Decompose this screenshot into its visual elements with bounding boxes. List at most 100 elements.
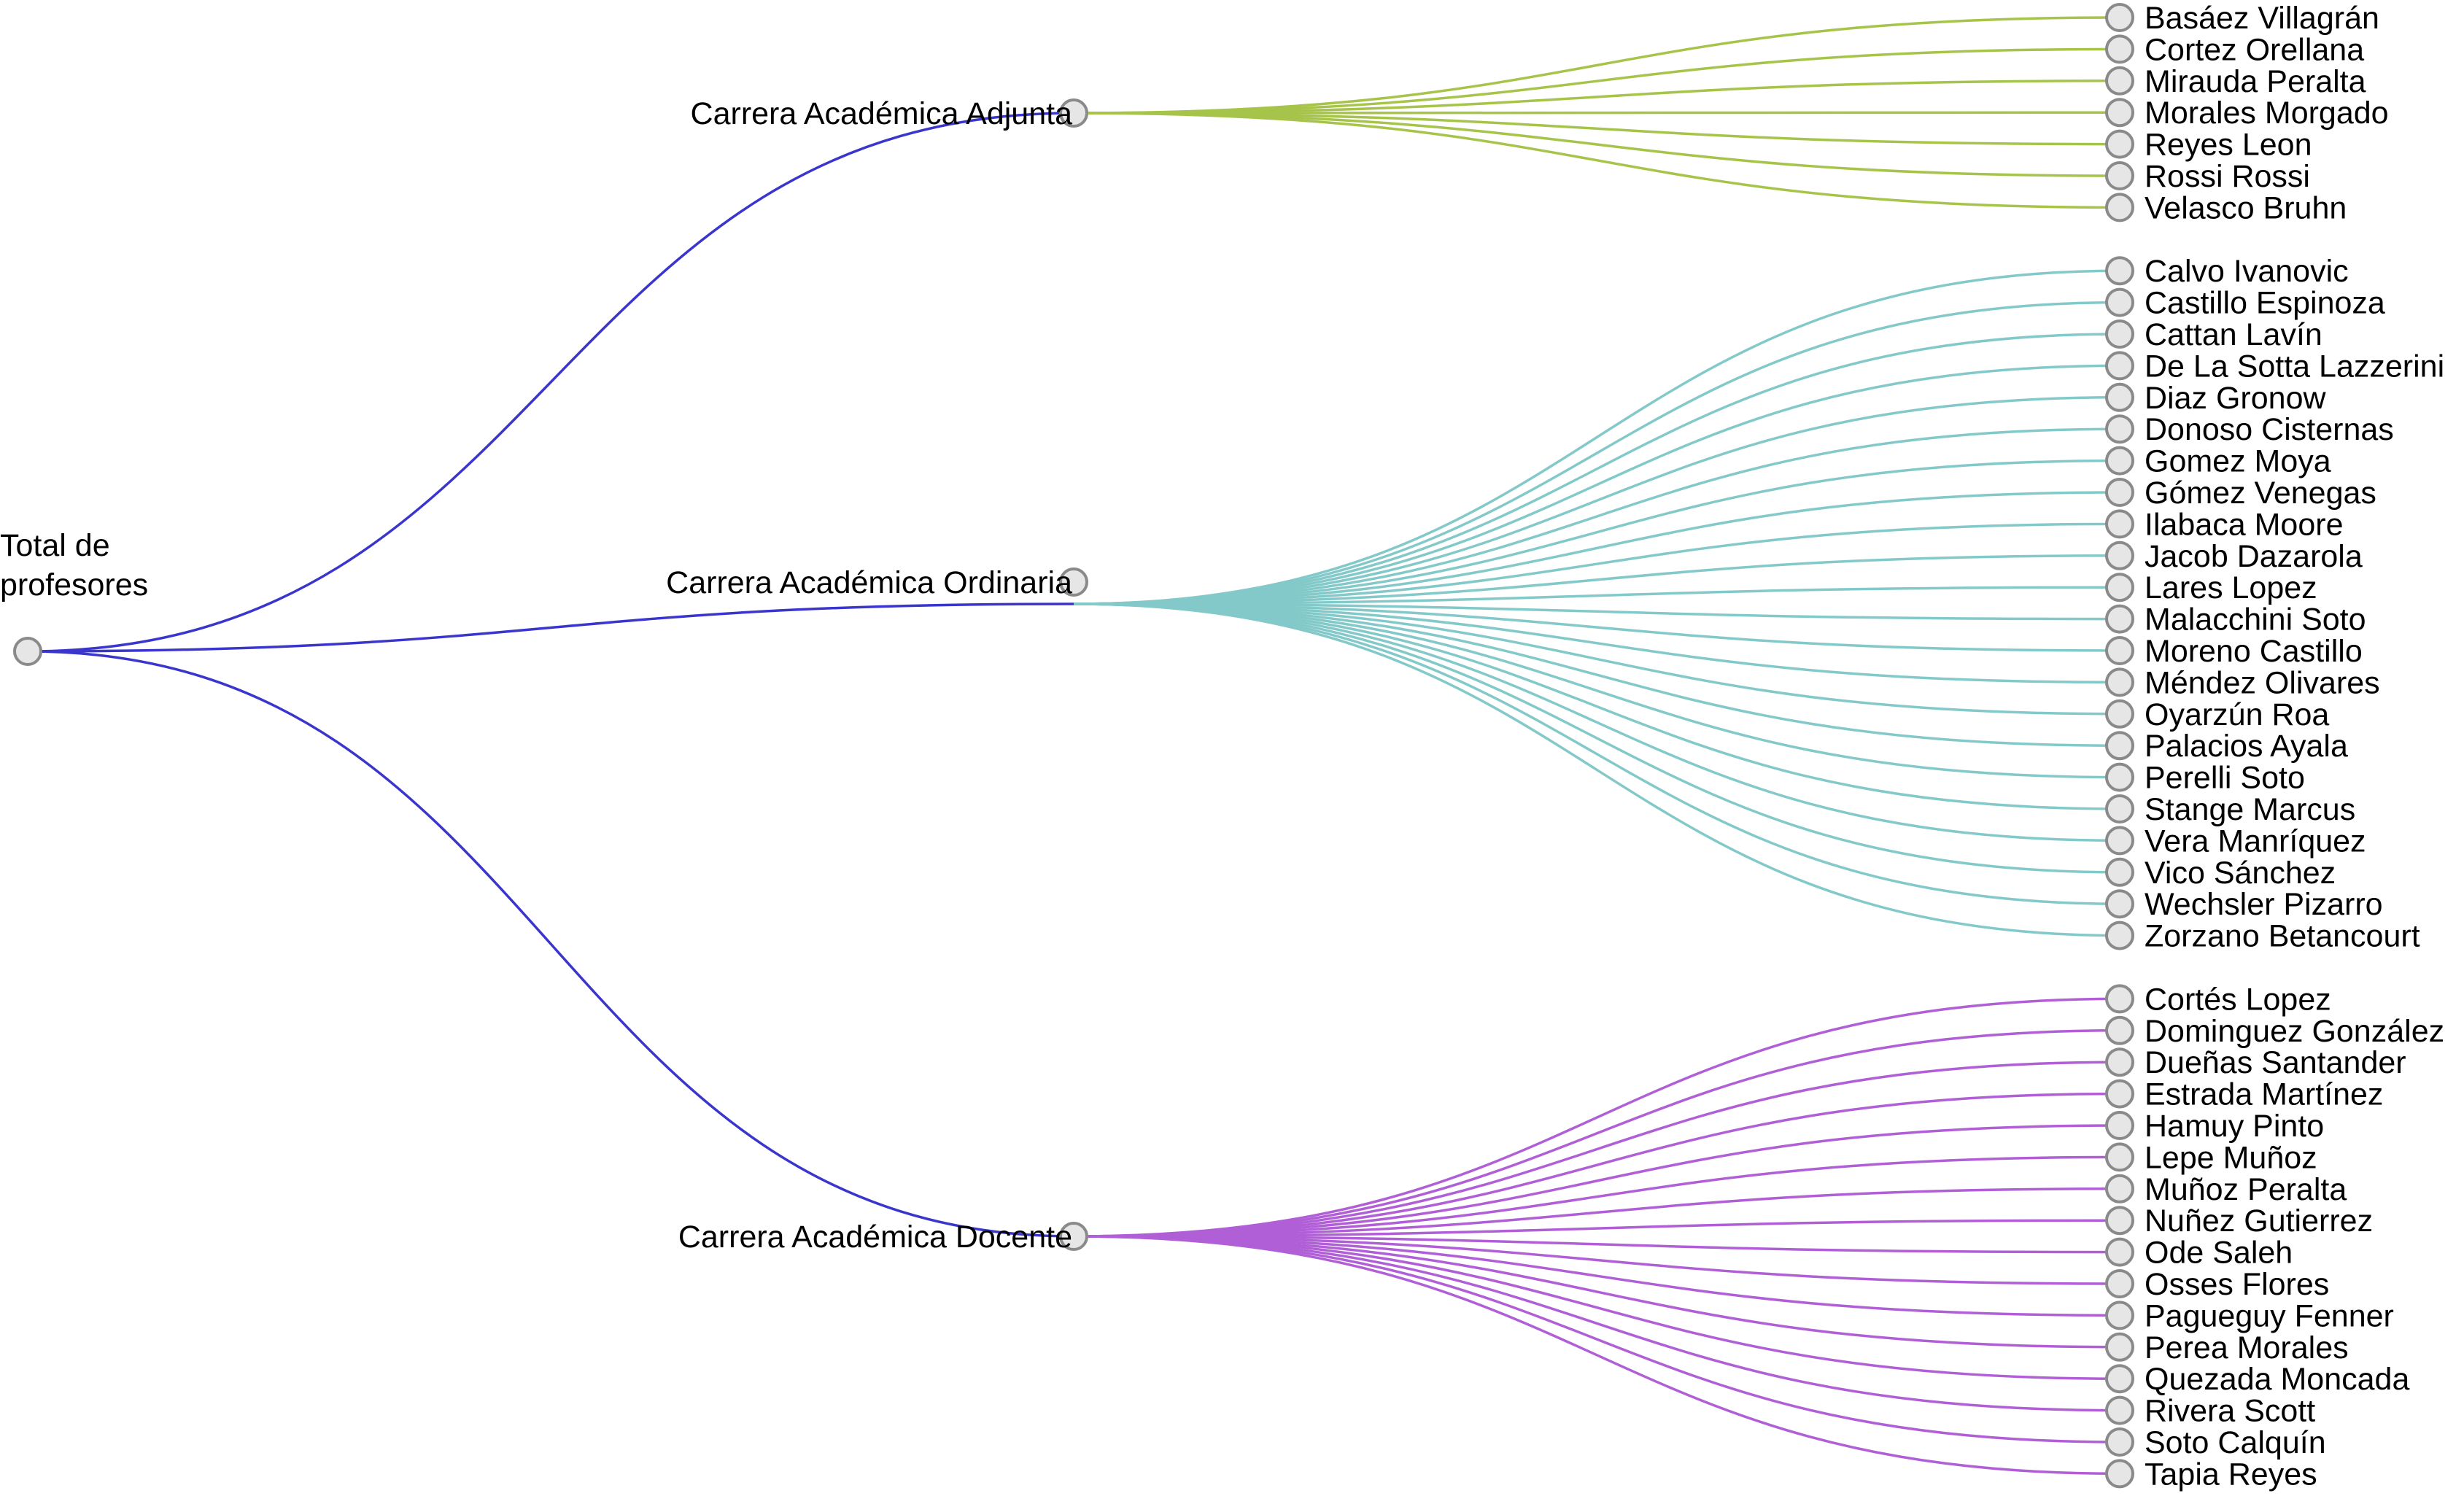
leaf-label-basaez-villagran: Basáez Villagrán bbox=[2145, 1, 2379, 36]
leaf-node-ilabaca-moore[interactable] bbox=[2105, 509, 2134, 539]
leaf-node-ode-saleh[interactable] bbox=[2105, 1237, 2134, 1267]
leaf-label-cortez-orellana: Cortez Orellana bbox=[2145, 32, 2364, 67]
leaf-label-de-la-sotta-lazzerini: De La Sotta Lazzerini bbox=[2145, 349, 2444, 384]
leaf-node-castillo-espinoza[interactable] bbox=[2105, 287, 2134, 317]
leaf-link-zorzano-betancourt bbox=[1073, 602, 2120, 937]
leaf-node-pagueguy-fenner[interactable] bbox=[2105, 1301, 2134, 1330]
group-label-carrera-academica-docente: Carrera Académica Docente bbox=[678, 1220, 1072, 1255]
leaf-label-cattan-lavin: Cattan Lavín bbox=[2145, 317, 2322, 352]
leaf-label-gomez-venegas: Gómez Venegas bbox=[2145, 476, 2376, 511]
leaf-label-morales-morgado: Morales Morgado bbox=[2145, 96, 2389, 131]
leaf-label-malacchini-soto: Malacchini Soto bbox=[2145, 602, 2366, 637]
leaf-label-jacob-dazarola: Jacob Dazarola bbox=[2145, 539, 2363, 574]
leaf-label-wechsler-pizarro: Wechsler Pizarro bbox=[2145, 887, 2383, 922]
leaf-node-cattan-lavin[interactable] bbox=[2105, 319, 2134, 349]
leaf-node-palacios-ayala[interactable] bbox=[2105, 731, 2134, 761]
leaf-link-vera-manriquez bbox=[1073, 602, 2120, 842]
leaf-label-castillo-espinoza: Castillo Espinoza bbox=[2145, 286, 2385, 321]
leaf-label-gomez-moya: Gomez Moya bbox=[2145, 444, 2331, 479]
leaf-label-ode-saleh: Ode Saleh bbox=[2145, 1236, 2293, 1271]
leaf-label-vico-sanchez: Vico Sánchez bbox=[2145, 856, 2336, 891]
group-node-carrera-academica-adjunta[interactable] bbox=[1059, 98, 1088, 128]
leaf-label-duenas-santander: Dueñas Santander bbox=[2145, 1045, 2406, 1080]
leaf-node-mendez-olivares[interactable] bbox=[2105, 667, 2134, 697]
leaf-link-oyarzun-roa bbox=[1073, 602, 2120, 716]
leaf-node-moreno-castillo[interactable] bbox=[2105, 636, 2134, 665]
root-label-line: profesores bbox=[0, 567, 148, 602]
leaf-node-vera-manriquez[interactable] bbox=[2105, 826, 2134, 856]
leaf-node-wechsler-pizarro[interactable] bbox=[2105, 889, 2134, 919]
leaf-node-gomez-venegas[interactable] bbox=[2105, 478, 2134, 507]
leaf-node-zorzano-betancourt[interactable] bbox=[2105, 921, 2134, 950]
leaf-link-morales-morgado bbox=[1073, 111, 2120, 115]
leaf-link-perea-morales bbox=[1073, 1235, 2120, 1349]
leaf-link-velasco-bruhn bbox=[1073, 112, 2120, 209]
leaf-link-cortes-lopez bbox=[1073, 997, 2120, 1238]
leaf-node-jacob-dazarola[interactable] bbox=[2105, 540, 2134, 570]
leaf-label-munoz-peralta: Muñoz Peralta bbox=[2145, 1172, 2347, 1207]
leaf-node-rivera-scott[interactable] bbox=[2105, 1395, 2134, 1425]
leaf-node-oyarzun-roa[interactable] bbox=[2105, 699, 2134, 729]
leaf-node-rossi-rossi[interactable] bbox=[2105, 161, 2134, 190]
leaf-label-mirauda-peralta: Mirauda Peralta bbox=[2145, 64, 2366, 99]
leaf-label-velasco-bruhn: Velasco Bruhn bbox=[2145, 190, 2347, 225]
group-node-carrera-academica-docente[interactable] bbox=[1059, 1222, 1088, 1251]
leaf-node-cortez-orellana[interactable] bbox=[2105, 34, 2134, 64]
leaf-node-tapia-reyes[interactable] bbox=[2105, 1459, 2134, 1489]
leaf-link-duenas-santander bbox=[1073, 1061, 2120, 1238]
leaf-node-duenas-santander[interactable] bbox=[2105, 1047, 2134, 1077]
leaf-label-quezada-moncada: Quezada Moncada bbox=[2145, 1362, 2409, 1397]
leaf-node-gomez-moya[interactable] bbox=[2105, 446, 2134, 476]
leaf-node-diaz-gronow[interactable] bbox=[2105, 382, 2134, 412]
leaf-node-de-la-sotta-lazzerini[interactable] bbox=[2105, 351, 2134, 381]
leaf-label-osses-flores: Osses Flores bbox=[2145, 1267, 2329, 1302]
leaf-node-vico-sanchez[interactable] bbox=[2105, 857, 2134, 887]
leaf-node-estrada-martinez[interactable] bbox=[2105, 1079, 2134, 1109]
root-node[interactable] bbox=[13, 637, 42, 666]
root-label-line: Total de bbox=[0, 528, 110, 563]
group-node-carrera-academica-ordinaria[interactable] bbox=[1059, 567, 1088, 597]
leaf-node-stange-marcus[interactable] bbox=[2105, 794, 2134, 823]
leaf-link-osses-flores bbox=[1073, 1235, 2120, 1285]
leaf-link-palacios-ayala bbox=[1073, 602, 2120, 747]
leaf-node-hamuy-pinto[interactable] bbox=[2105, 1111, 2134, 1140]
leaf-label-calvo-ivanovic: Calvo Ivanovic bbox=[2145, 254, 2349, 289]
leaf-node-calvo-ivanovic[interactable] bbox=[2105, 256, 2134, 286]
leaf-node-soto-calquin[interactable] bbox=[2105, 1427, 2134, 1457]
leaf-node-donoso-cisternas[interactable] bbox=[2105, 414, 2134, 444]
leaf-node-osses-flores[interactable] bbox=[2105, 1269, 2134, 1298]
root-link-carrera-academica-ordinaria bbox=[27, 602, 1074, 653]
root-label: Total de profesores bbox=[0, 528, 148, 602]
leaf-node-perea-morales[interactable] bbox=[2105, 1332, 2134, 1362]
leaf-label-pagueguy-fenner: Pagueguy Fenner bbox=[2145, 1298, 2394, 1333]
leaf-label-perelli-soto: Perelli Soto bbox=[2145, 761, 2305, 796]
leaf-label-cortes-lopez: Cortés Lopez bbox=[2145, 982, 2331, 1017]
leaf-link-moreno-castillo bbox=[1073, 602, 2120, 652]
leaf-node-basaez-villagran[interactable] bbox=[2105, 3, 2134, 32]
leaf-node-munoz-peralta[interactable] bbox=[2105, 1174, 2134, 1204]
leaf-node-dominguez-gonzalez[interactable] bbox=[2105, 1015, 2134, 1045]
leaf-node-quezada-moncada[interactable] bbox=[2105, 1364, 2134, 1394]
leaf-label-donoso-cisternas: Donoso Cisternas bbox=[2145, 412, 2394, 447]
leaf-link-vico-sanchez bbox=[1073, 602, 2120, 874]
leaf-node-velasco-bruhn[interactable] bbox=[2105, 193, 2134, 222]
leaf-node-mirauda-peralta[interactable] bbox=[2105, 66, 2134, 96]
leaf-label-perea-morales: Perea Morales bbox=[2145, 1330, 2349, 1365]
leaf-node-nunez-gutierrez[interactable] bbox=[2105, 1206, 2134, 1236]
leaf-node-lepe-munoz[interactable] bbox=[2105, 1142, 2134, 1172]
leaf-link-calvo-ivanovic bbox=[1073, 269, 2120, 605]
root-link-carrera-academica-adjunta bbox=[27, 112, 1074, 653]
leaf-node-morales-morgado[interactable] bbox=[2105, 98, 2134, 128]
leaf-label-dominguez-gonzalez: Dominguez González bbox=[2145, 1014, 2444, 1049]
leaf-node-perelli-soto[interactable] bbox=[2105, 762, 2134, 792]
group-label-carrera-academica-adjunta: Carrera Académica Adjunta bbox=[691, 96, 1073, 131]
leaf-node-lares-lopez[interactable] bbox=[2105, 573, 2134, 602]
leaf-link-reyes-leon bbox=[1073, 112, 2120, 146]
leaf-link-de-la-sotta-lazzerini bbox=[1073, 364, 2120, 605]
leaf-node-reyes-leon[interactable] bbox=[2105, 129, 2134, 159]
leaf-node-malacchini-soto[interactable] bbox=[2105, 604, 2134, 634]
leaf-node-cortes-lopez[interactable] bbox=[2105, 984, 2134, 1014]
leaf-label-zorzano-betancourt: Zorzano Betancourt bbox=[2145, 919, 2420, 954]
